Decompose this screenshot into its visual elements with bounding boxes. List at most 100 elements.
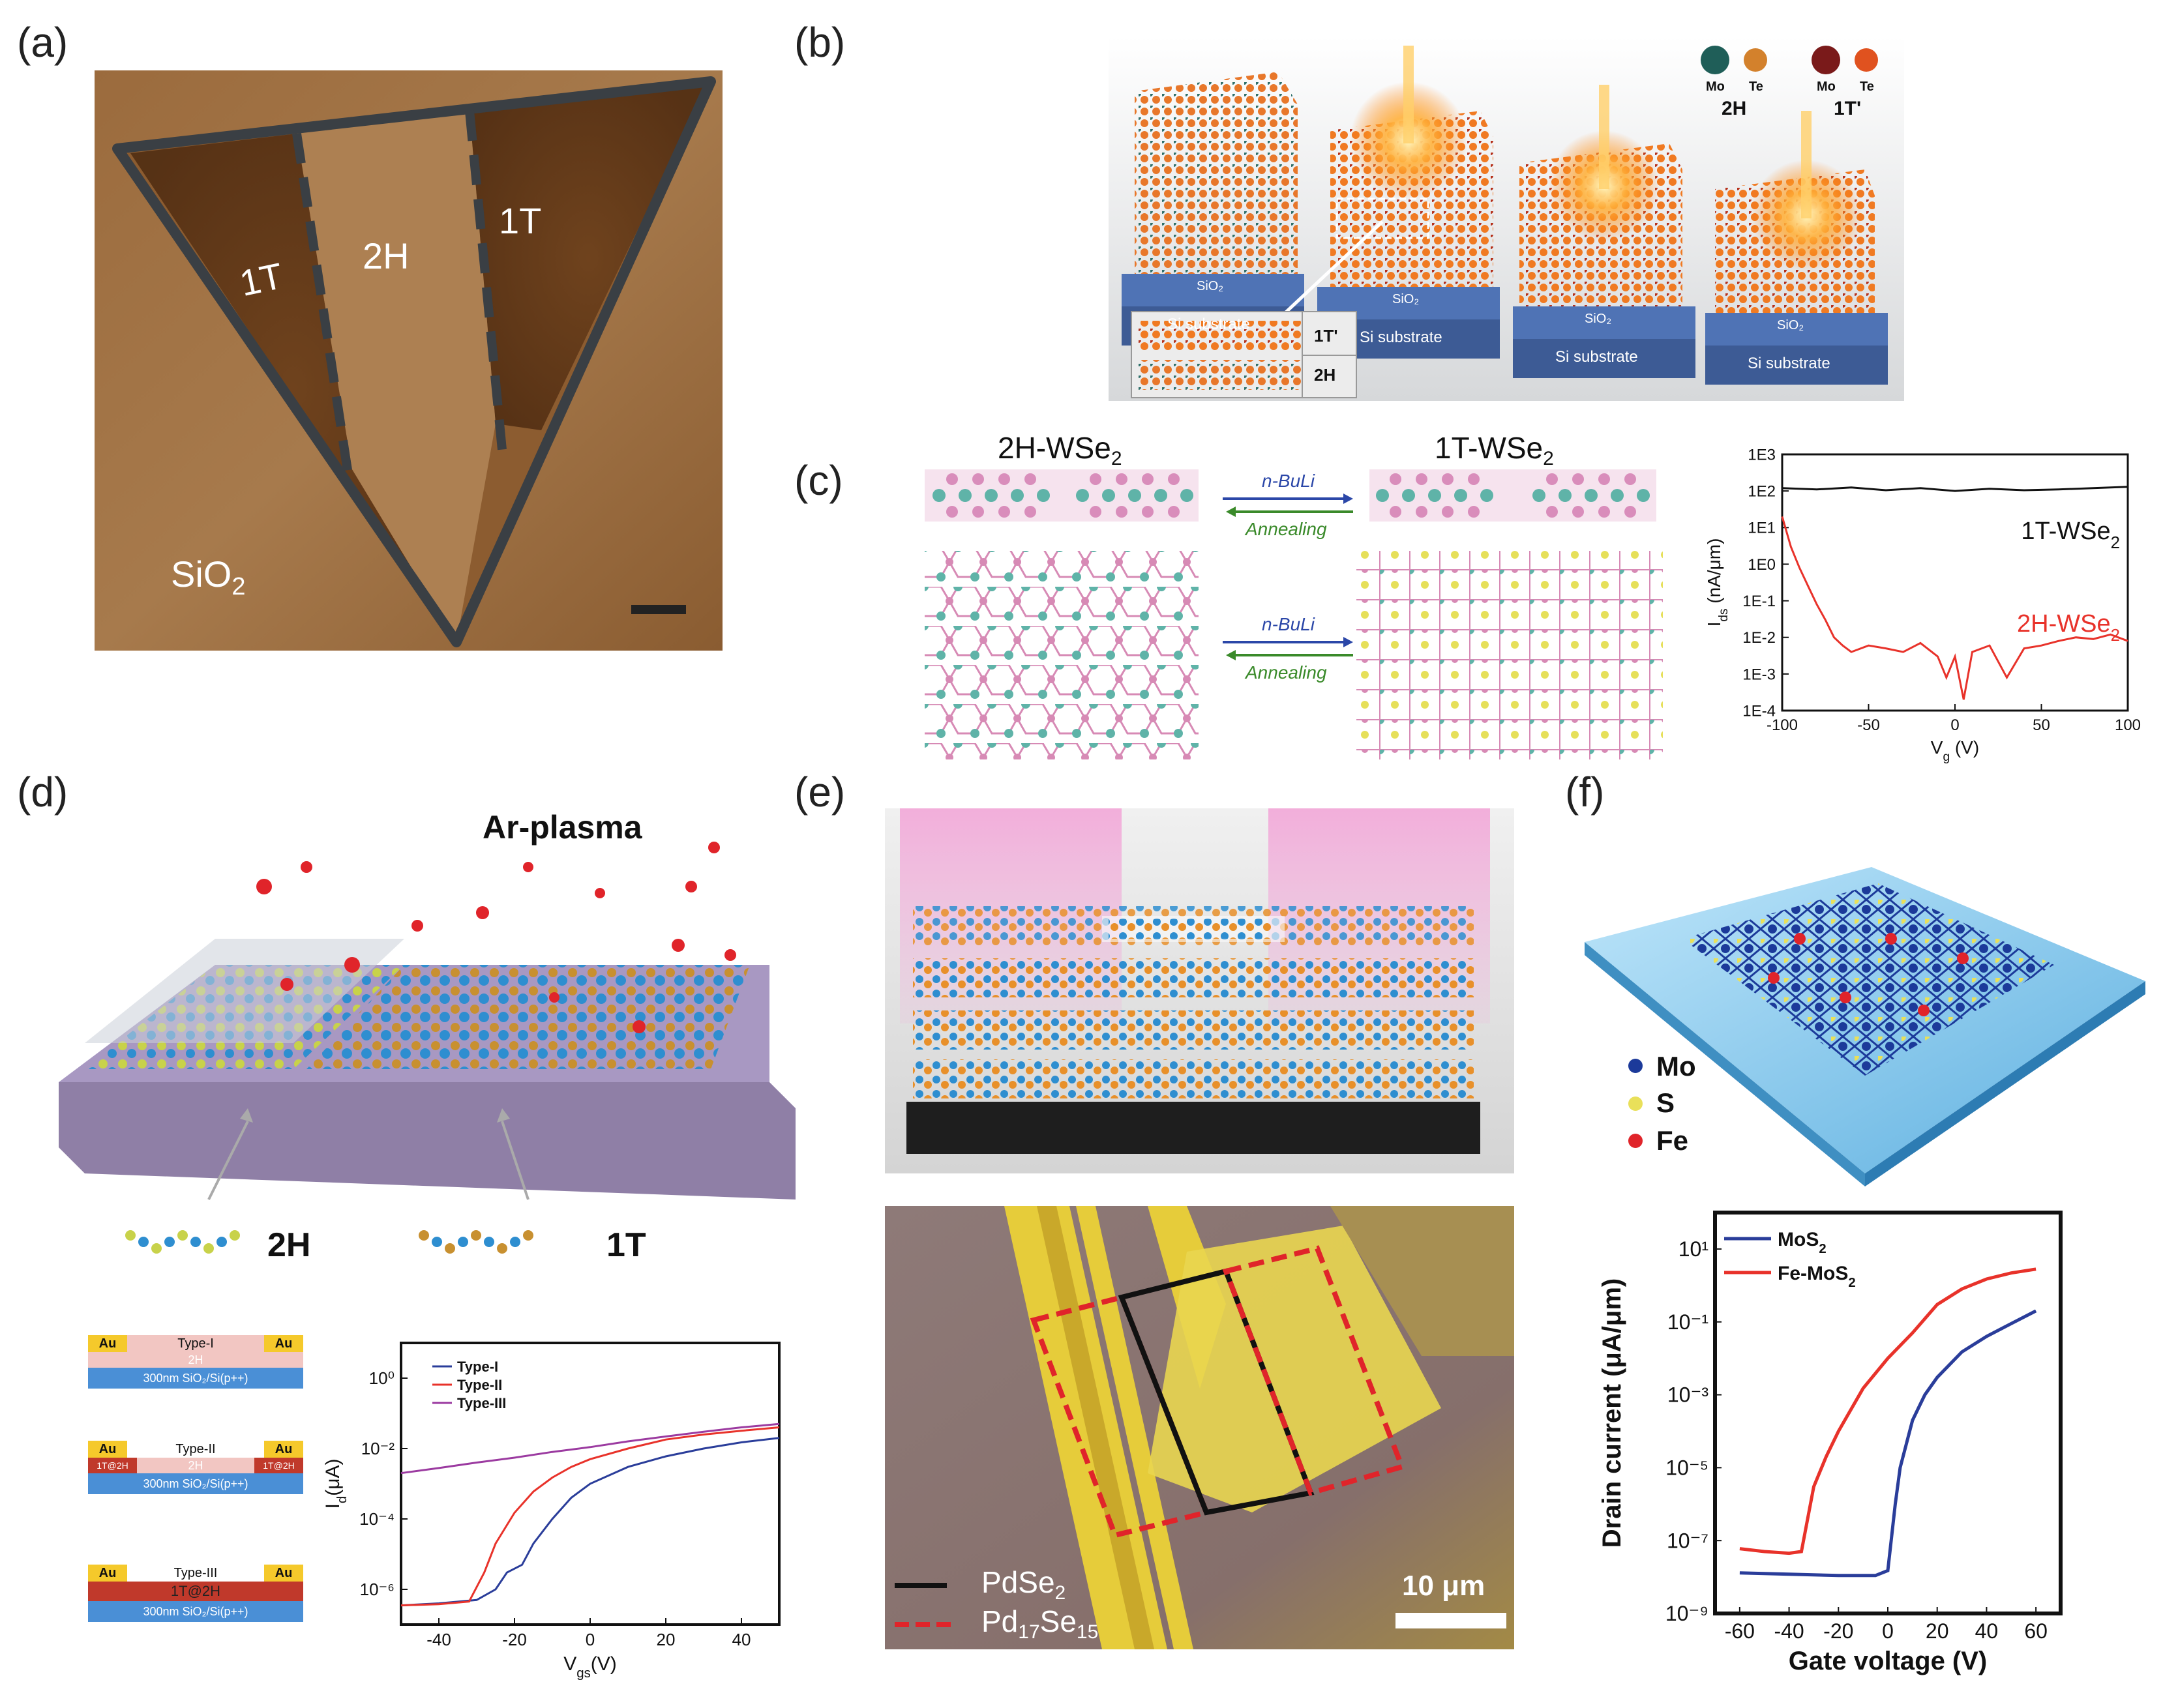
legend-atom-te-1t: Te (1860, 80, 1874, 94)
x-tick-label: 0 (586, 1630, 595, 1649)
device-type-label: Type-II (175, 1442, 216, 1456)
y-tick-label: 1E1 (1748, 520, 1776, 537)
x-tick-label: 50 (2033, 716, 2050, 734)
inset-label-1t: 1T' (1314, 326, 1338, 346)
region-label-1t-left: 1T (236, 254, 287, 304)
x-tick-label: -20 (1823, 1619, 1853, 1643)
series-label-2h-wse2: 2H-WSe2 (2017, 610, 2120, 645)
device-type-label: Type-I (177, 1336, 214, 1351)
y-tick-label: 10⁻⁵ (1665, 1456, 1708, 1480)
pd17se15-region-right (1222, 1245, 1406, 1496)
scale-bar-e (1395, 1613, 1506, 1628)
series-line-fe-mos (1739, 1267, 2036, 1555)
plot-frame (1713, 1211, 2063, 1615)
x-tick-label: 40 (732, 1630, 751, 1649)
x-axis-label: Vg (V) (1931, 737, 1979, 764)
y-axis-label: Drain current (μA/μm) (1598, 1278, 1626, 1548)
panel-f-label: (f) (1565, 769, 1605, 816)
y-tick-label: 10¹ (1678, 1237, 1708, 1261)
phase-boundary-right (465, 110, 507, 450)
substrate-label: 300nm SiO₂/Si(p++) (88, 1368, 303, 1389)
legend-dot-s (1628, 1097, 1643, 1111)
substrate-si-label-2: Si substrate (1360, 329, 1442, 346)
substrate-si-label-1: Si substrate (1167, 316, 1250, 333)
x-axis-label: Gate voltage (V) (1789, 1647, 1988, 1675)
y-tick-label: 10⁻⁶ (360, 1580, 395, 1599)
legend-label: Fe-MoS2 (1778, 1263, 1856, 1290)
x-tick-label: -20 (502, 1630, 527, 1649)
device-type-i: Au Au Type-I 2H 300nm SiO₂/Si(p++) (88, 1335, 303, 1389)
substrate-label: 300nm SiO₂/Si(p++) (88, 1473, 303, 1494)
x-tick-label: 60 (2024, 1619, 2048, 1643)
substrate-sio2-label-3: SiO₂ (1585, 312, 1612, 326)
legend-label-mo: Mo (1656, 1051, 1696, 1082)
y-tick-label: 1E-1 (1742, 593, 1776, 610)
device-type-ii: Au Au Type-II 1T@2H 2H 1T@2H 300nm SiO₂/… (88, 1441, 303, 1494)
phase-label-1t-d: 1T (606, 1226, 646, 1264)
series-line-type-ii (400, 1426, 780, 1607)
side-label: 1T@2H (88, 1458, 137, 1473)
y-tick-label: 10⁰ (369, 1368, 395, 1388)
x-tick-label: 20 (1926, 1619, 1949, 1643)
y-tick-label: 10⁻⁴ (359, 1509, 395, 1529)
region-label-1t-right: 1T (499, 200, 542, 241)
substrate-si-label-4: Si substrate (1748, 355, 1830, 372)
panel-b-label: (b) (794, 19, 846, 66)
x-tick-label: 100 (2115, 716, 2141, 734)
series-line-2h-wse (1781, 516, 2128, 700)
y-tick-label: 10⁻⁹ (1665, 1602, 1708, 1625)
plot-frame (1781, 453, 2129, 712)
au-contact: Au (264, 1441, 303, 1458)
scale-bar-label-e: 10 μm (1402, 1570, 1485, 1602)
channel-label: 1T@2H (88, 1582, 303, 1601)
panel-e-label: (e) (794, 769, 846, 816)
y-tick-label: 10⁻² (361, 1439, 395, 1458)
structure-title-1t-wse2: 1T-WSe2 (1435, 431, 1554, 470)
substrate-sio2-label-2: SiO₂ (1392, 292, 1420, 306)
plot-frame (400, 1342, 781, 1626)
x-tick-label: 40 (1975, 1619, 1999, 1643)
legend-label: MoS2 (1778, 1229, 1827, 1256)
substrate-si-label-3: Si substrate (1555, 348, 1638, 366)
legend-label: Type-II (457, 1377, 502, 1393)
x-tick-label: -100 (1767, 716, 1798, 734)
x-tick-label: 0 (1882, 1619, 1894, 1643)
substrate-label-sio2: SiO2 (171, 553, 246, 601)
y-axis-label: Id(μA) (322, 1459, 350, 1509)
channel-label: 2H (137, 1458, 254, 1473)
y-tick-label: 10⁻³ (1667, 1383, 1708, 1407)
legend-label-fe: Fe (1656, 1125, 1689, 1156)
inset-label-2h: 2H (1314, 365, 1336, 385)
y-axis-label: Ids (nA/μm) (1704, 538, 1731, 627)
legend-label: Type-III (457, 1395, 506, 1411)
legend-phase-1t: 1T' (1834, 98, 1862, 119)
series-line-type-i (400, 1437, 780, 1607)
device-type-iii: Au Au Type-III 1T@2H 300nm SiO₂/Si(p++) (88, 1565, 303, 1622)
x-tick-label: -60 (1725, 1619, 1755, 1643)
y-tick-label: 10⁻⁷ (1667, 1529, 1708, 1552)
au-contact: Au (264, 1335, 303, 1352)
phase-boundary-left (292, 132, 353, 480)
legend-label-s: S (1656, 1087, 1675, 1118)
panel-d-label: (d) (17, 769, 68, 816)
phase-label-2h-d: 2H (267, 1226, 311, 1264)
y-tick-label: 1E-3 (1742, 666, 1776, 683)
ar-plasma-label: Ar-plasma (483, 809, 642, 846)
series-line-1t-wse (1782, 486, 2128, 492)
scale-bar-a (631, 605, 686, 614)
x-tick-label: 20 (657, 1630, 676, 1649)
x-tick-label: -40 (426, 1630, 451, 1649)
channel-label: 2H (88, 1352, 303, 1368)
x-axis-label: Vgs(V) (563, 1653, 617, 1681)
side-label: 1T@2H (254, 1458, 303, 1473)
y-tick-label: 1E2 (1748, 483, 1776, 501)
substrate-label: 300nm SiO₂/Si(p++) (88, 1601, 303, 1622)
arrow-label-annealing-bottom: Annealing (1246, 662, 1327, 683)
legend-label-pd17se15: Pd17Se15 (981, 1604, 1099, 1643)
